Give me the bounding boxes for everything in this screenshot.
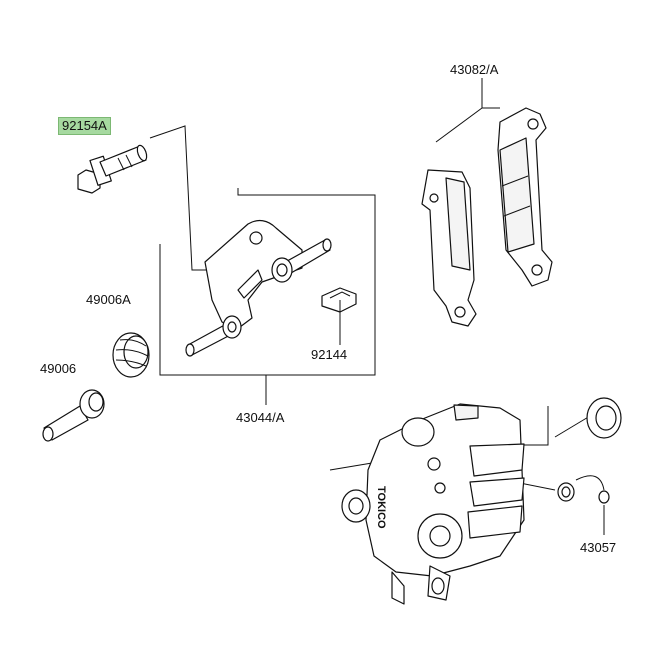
bolt-92154a[interactable]: [77, 144, 148, 194]
caliper-body[interactable]: TOKICO: [341, 403, 525, 605]
label-43044a[interactable]: 43044/A: [236, 410, 285, 425]
pin-49006[interactable]: [42, 389, 105, 442]
bracket-43044a[interactable]: [185, 219, 332, 357]
seal-ring[interactable]: [586, 397, 622, 439]
label-43082a[interactable]: 43082/A: [450, 62, 499, 77]
label-49006a[interactable]: 49006A: [86, 292, 131, 307]
seal-kit-43057[interactable]: [557, 475, 610, 504]
label-92154a[interactable]: 92154A: [58, 117, 111, 135]
boot-49006a[interactable]: [112, 332, 150, 378]
pad-set-43082a[interactable]: [421, 107, 553, 327]
label-92144[interactable]: 92144: [311, 347, 348, 362]
label-49006[interactable]: 49006: [40, 361, 77, 376]
spring-92144[interactable]: [321, 287, 357, 313]
caliper-brand-text: TOKICO: [375, 486, 387, 529]
label-43057[interactable]: 43057: [580, 540, 617, 555]
